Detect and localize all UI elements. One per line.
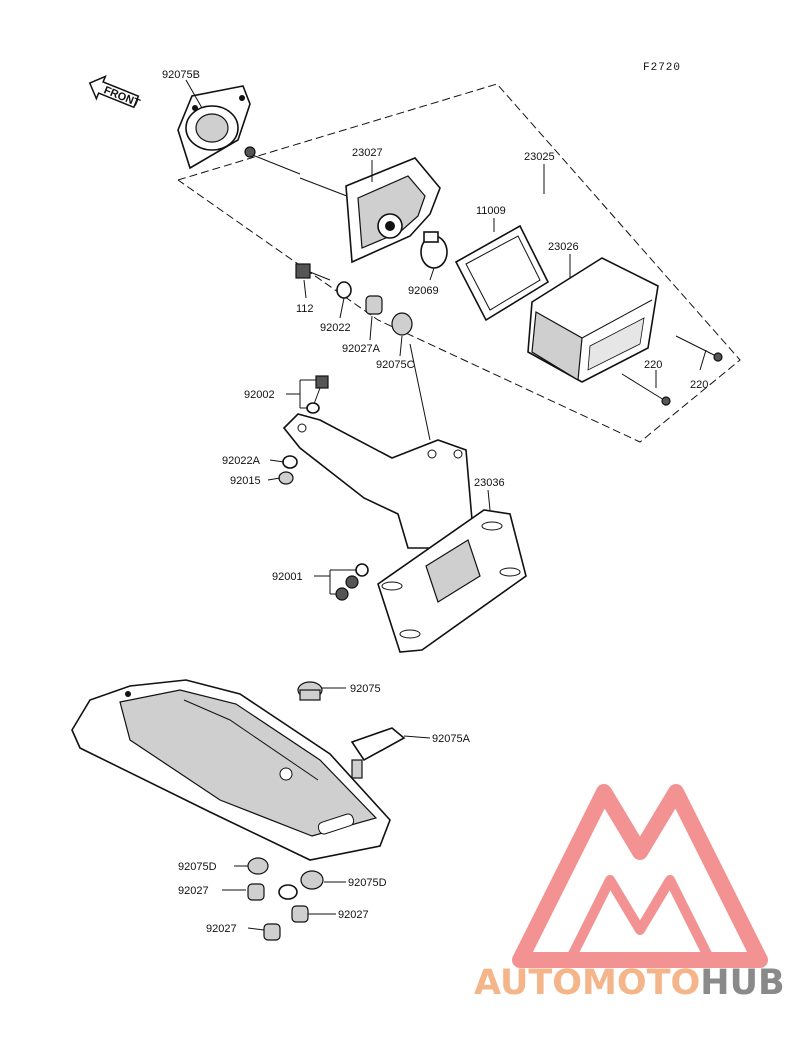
label-220-a: 220 (644, 359, 662, 371)
gasket-92075b (177, 85, 251, 170)
watermark-part2: HUB (700, 963, 784, 1003)
label-23036: 23036 (474, 477, 505, 489)
washer-92075d-left (247, 857, 269, 875)
grommet-92075c (391, 312, 413, 336)
label-92069: 92069 (408, 285, 439, 297)
collar-92027-a (247, 883, 265, 901)
label-92075: 92075 (350, 683, 381, 695)
label-92001: 92001 (272, 571, 303, 583)
front-label: FRONT (102, 84, 142, 109)
front-arrow-icon: FRONT (88, 74, 142, 110)
label-92027-a: 92027 (178, 885, 209, 897)
watermark-logo-icon (512, 784, 768, 968)
watermark-part1: AUTOMOTO (474, 963, 700, 1003)
washer-center (278, 884, 298, 900)
lens-23026 (527, 257, 659, 383)
label-23025: 23025 (524, 151, 555, 163)
label-92075d-right: 92075D (348, 877, 387, 889)
bracket-23036 (282, 413, 527, 653)
washer-92075d-right (300, 870, 324, 890)
leader-lines (185, 79, 707, 931)
grommet-92075 (297, 681, 323, 701)
label-92015: 92015 (230, 475, 261, 487)
collar-92027-b (291, 905, 309, 923)
figure-code: F2720 (643, 62, 681, 74)
label-92022: 92022 (320, 322, 351, 334)
label-92002: 92002 (244, 389, 275, 401)
label-112: 112 (296, 303, 314, 315)
label-92075d-left: 92075D (178, 861, 217, 873)
label-92027-c: 92027 (206, 923, 237, 935)
screw-92002 (306, 375, 329, 414)
washer-92022a (282, 455, 298, 469)
label-92027-b: 92027 (338, 909, 369, 921)
label-92075a: 92075A (432, 733, 471, 745)
bulb-92069 (420, 231, 448, 269)
rear-fender (71, 679, 391, 861)
label-23027: 23027 (352, 147, 383, 159)
bolt-112 (295, 263, 331, 281)
watermark-text: AUTOMOTOHUB (474, 963, 785, 1003)
label-92075c: 92075C (376, 359, 415, 371)
wire-harness (244, 146, 353, 199)
label-220-b: 220 (690, 379, 708, 391)
lens-gasket-11009 (454, 224, 550, 322)
label-23026: 23026 (548, 241, 579, 253)
collar-92027-c (263, 923, 281, 941)
nut-92015 (278, 471, 294, 485)
nuts-92001 (335, 563, 369, 601)
lamp-housing-23027 (345, 157, 441, 264)
label-11009: 11009 (476, 205, 506, 217)
plate-92075a (350, 727, 406, 779)
label-92075b: 92075B (162, 69, 200, 81)
screw-220-b (675, 335, 723, 362)
screw-220-a (621, 373, 671, 406)
washer-92022 (336, 281, 352, 299)
label-92022a: 92022A (222, 455, 261, 467)
label-92027a: 92027A (342, 343, 381, 355)
collar-92027a (365, 295, 383, 315)
